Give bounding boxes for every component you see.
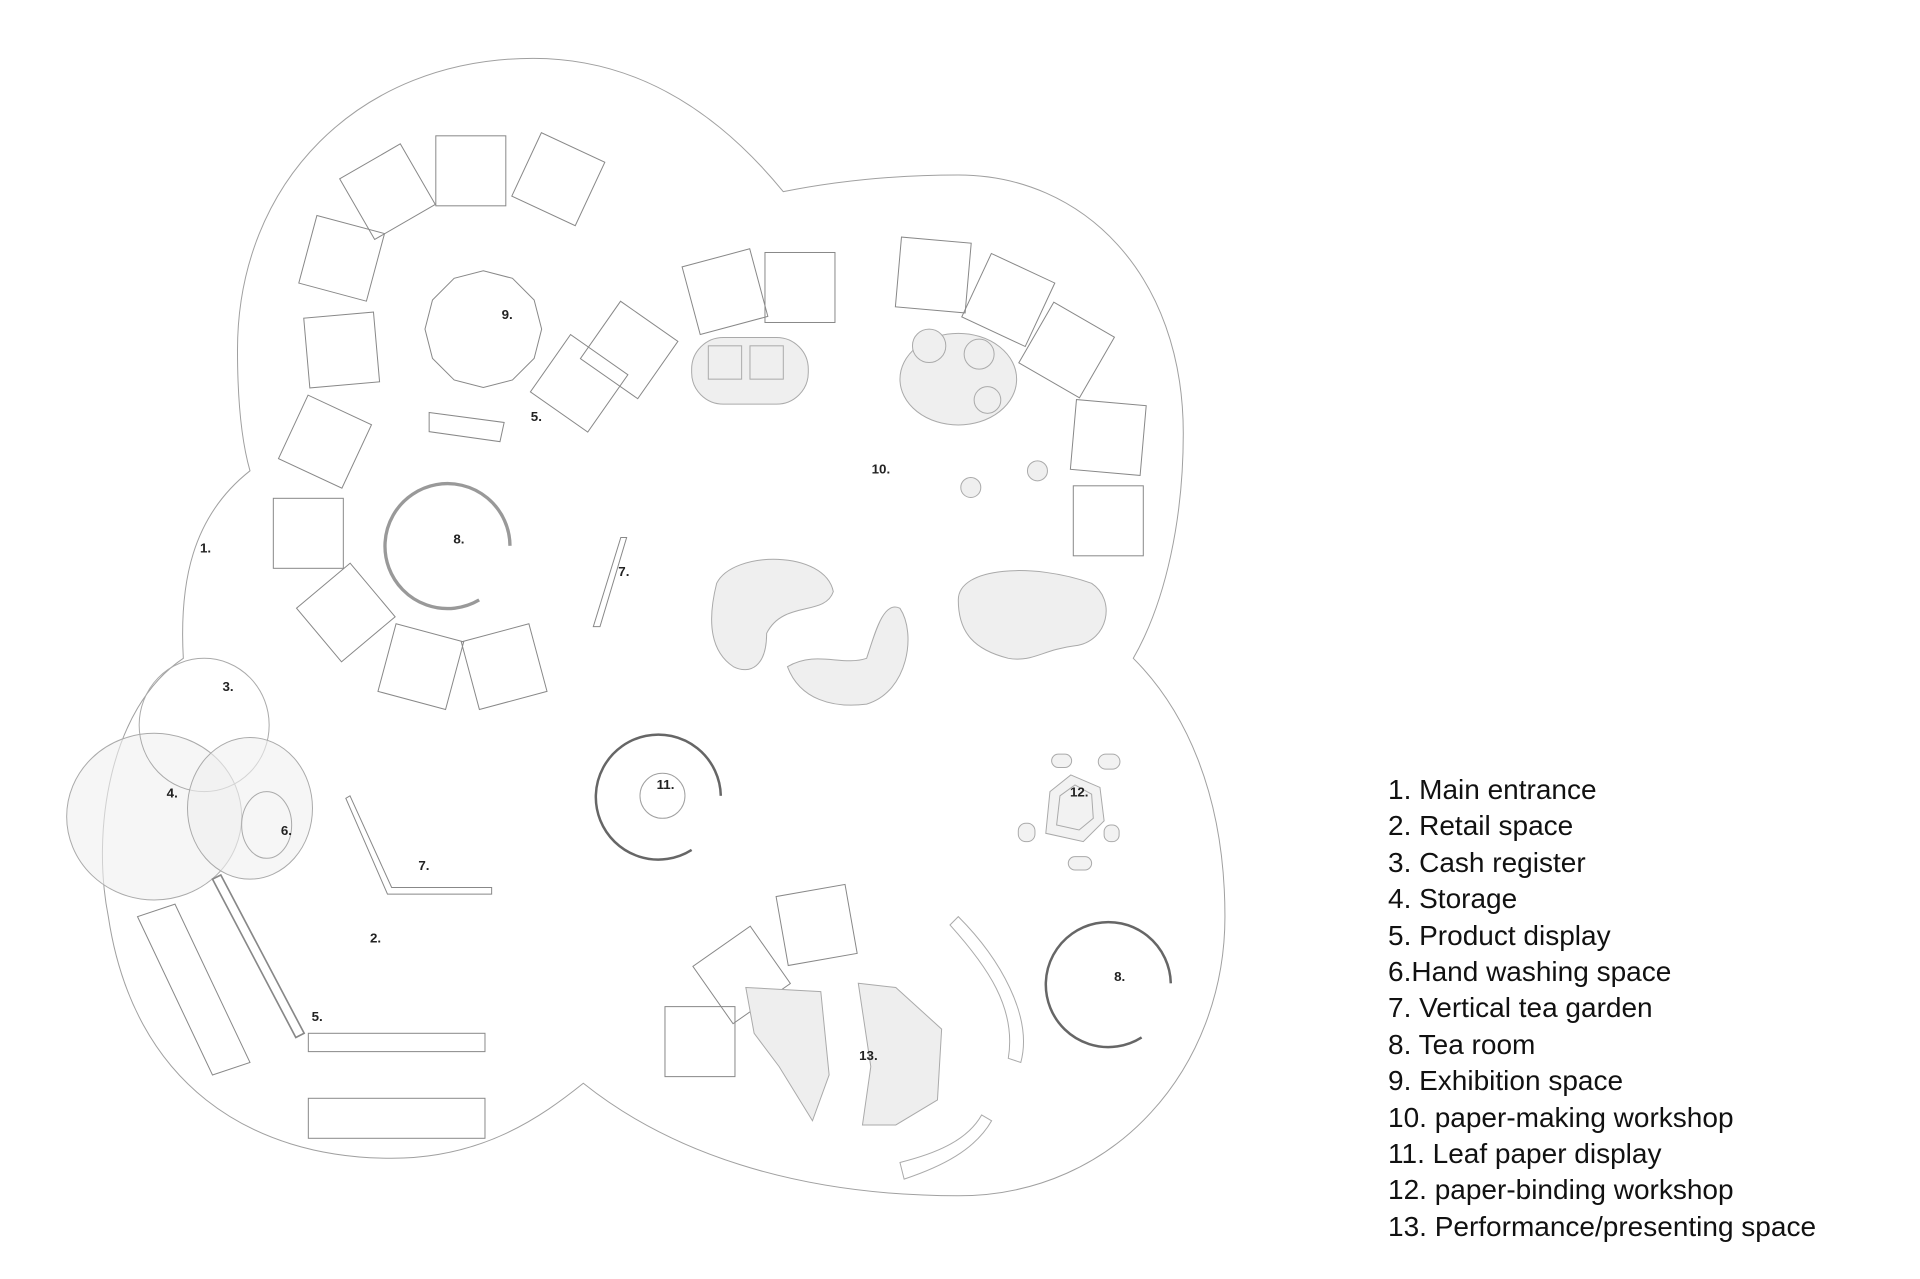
legend-item: 3. Cash register	[1388, 846, 1586, 878]
display-module	[303, 311, 381, 389]
label-9: 9.	[502, 307, 513, 322]
legend-item: 9. Exhibition space	[1388, 1065, 1624, 1097]
exhibition-ring	[424, 270, 543, 389]
legend-item: 13. Performance/presenting space	[1388, 1210, 1817, 1242]
label-3: 3.	[222, 679, 233, 694]
label-7b: 7.	[418, 858, 429, 873]
building-outline	[101, 57, 1226, 1197]
retail-shelves	[136, 411, 628, 1139]
workshop-counters	[691, 328, 1107, 706]
label-11: 11.	[657, 777, 675, 792]
display-module	[460, 623, 548, 711]
legend-item: 11. Leaf paper display	[1388, 1138, 1662, 1170]
display-module	[764, 251, 836, 323]
display-module	[272, 497, 344, 569]
display-module	[664, 1006, 736, 1078]
legend-item: 5. Product display	[1388, 919, 1611, 951]
display-module	[1069, 399, 1147, 476]
display-module	[1018, 301, 1116, 399]
legend-item: 10. paper-making workshop	[1388, 1101, 1734, 1133]
plan-labels: 1. 2. 3. 4. 5. 5. 6. 7. 7. 8. 8. 9. 10. …	[167, 307, 1126, 1063]
label-5b: 5.	[312, 1009, 323, 1024]
paper-binding-table	[1017, 753, 1121, 871]
label-5a: 5.	[531, 409, 542, 424]
legend-item: 12. paper-binding workshop	[1388, 1174, 1734, 1206]
legend-item: 8. Tea room	[1388, 1028, 1536, 1060]
display-module	[435, 135, 507, 207]
label-2: 2.	[370, 930, 381, 945]
label-12: 12.	[1070, 785, 1089, 800]
label-8b: 8.	[1114, 969, 1125, 984]
label-4: 4.	[167, 785, 178, 800]
display-module	[377, 623, 465, 711]
display-module	[961, 252, 1056, 348]
display-module	[511, 131, 606, 227]
tea-room-arc-1	[383, 481, 512, 611]
performance-stage	[745, 915, 1024, 1180]
display-module	[775, 883, 858, 967]
label-13: 13.	[859, 1048, 878, 1063]
display-module	[295, 562, 396, 663]
legend-item: 1. Main entrance	[1388, 774, 1597, 805]
storage-cash-area	[66, 657, 313, 901]
label-7a: 7.	[618, 564, 629, 579]
display-module	[681, 248, 769, 336]
label-8a: 8.	[453, 531, 464, 546]
display-module	[298, 214, 386, 302]
label-1: 1.	[200, 540, 211, 555]
legend: 1. Main entrance 2. Retail space 3. Cash…	[1388, 772, 1816, 1245]
display-module	[1072, 485, 1144, 557]
leaf-paper-center	[639, 772, 686, 819]
label-10: 10.	[872, 461, 891, 476]
legend-item: 2. Retail space	[1388, 810, 1574, 842]
display-module	[579, 300, 679, 400]
display-module	[338, 143, 436, 241]
tea-room-arc-2	[1044, 920, 1173, 1049]
legend-item: 7. Vertical tea garden	[1388, 992, 1653, 1024]
display-module	[894, 236, 972, 314]
legend-item: 4. Storage	[1388, 883, 1518, 915]
legend-item: 6.Hand washing space	[1388, 956, 1672, 988]
display-module	[529, 333, 629, 433]
display-module	[277, 394, 373, 489]
label-6: 6.	[281, 823, 292, 838]
leaf-paper-arc	[594, 733, 723, 861]
